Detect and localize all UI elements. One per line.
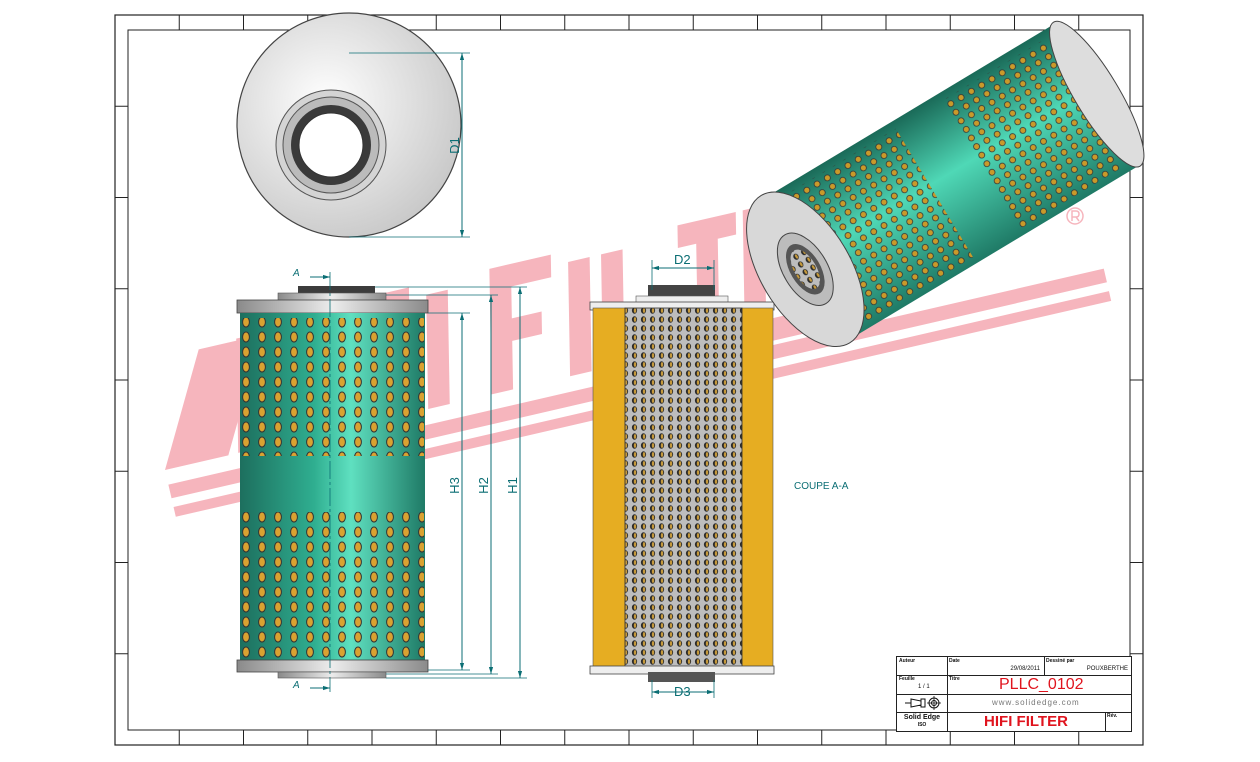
registered-mark-icon — [1066, 207, 1084, 225]
sheet-label: Feuille — [899, 676, 915, 682]
front-view — [236, 272, 527, 692]
top-view — [236, 12, 470, 238]
dim-d3-label: D3 — [674, 684, 691, 699]
date-value: 29/08/2011 — [1010, 666, 1040, 672]
section-label: COUPE A-A — [794, 481, 849, 492]
dim-h3-label: H3 — [446, 477, 462, 494]
drawn-by-label: Dessiné par — [1046, 658, 1075, 664]
software-name: Solid Edge — [903, 714, 941, 721]
company-name: HIFI FILTER — [984, 713, 1068, 730]
revision-label: Rév. — [1107, 713, 1118, 719]
section-view-a-a — [589, 260, 775, 698]
dim-d2-label: D2 — [674, 252, 691, 267]
dim-d1-label: D1 — [446, 137, 462, 154]
part-number: PLLC_0102 — [999, 676, 1084, 693]
title-label: Titre — [949, 676, 960, 682]
section-marker-bottom: A — [293, 680, 300, 691]
section-marker-top: A — [293, 268, 300, 279]
dim-h1-label: H1 — [504, 477, 520, 494]
projection-symbol-icon — [905, 696, 941, 710]
isometric-view — [746, 20, 1145, 348]
website: www.solidedge.com — [992, 698, 1080, 707]
sheet-value: 1 / 1 — [918, 684, 930, 690]
author-label: Auteur — [899, 658, 916, 664]
drawn-by-value: POUXBERTHE — [1086, 666, 1128, 672]
title-block: Auteur Date 29/08/2011 Dessiné par POUXB… — [896, 656, 1132, 732]
date-label: Date — [949, 658, 960, 664]
software-sub: ISO — [917, 722, 927, 728]
dim-h2-label: H2 — [475, 477, 491, 494]
